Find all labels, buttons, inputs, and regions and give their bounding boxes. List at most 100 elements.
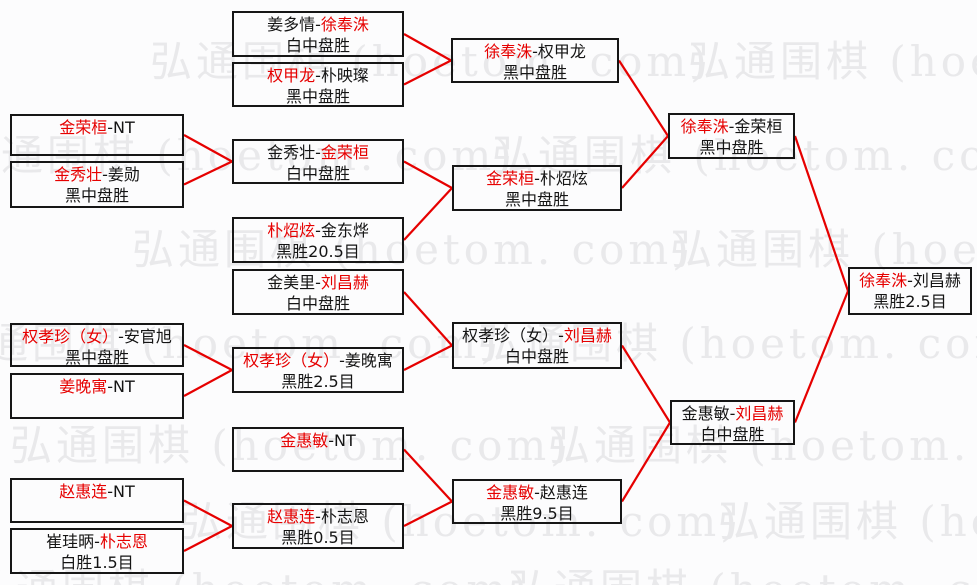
winner-name: 权孝珍（女） (22, 327, 119, 346)
match-players: 徐奉洙-金荣桓 (670, 116, 793, 137)
match-box-E1: 徐奉洙-金荣桓黑中盘胜 (668, 113, 795, 159)
winner-name: 金惠敏 (486, 483, 535, 502)
match-players: 权甲龙-朴映璨 (234, 65, 402, 86)
match-result: 黑中盘胜 (504, 190, 569, 209)
winner-name: 徐奉洙 (320, 15, 369, 34)
connector-line (621, 344, 671, 424)
player-name: 姜多情- (267, 15, 321, 34)
connector-line (403, 344, 453, 371)
winner-name: 徐奉洙 (859, 271, 908, 290)
match-box-F1: 徐奉洙-刘昌赫黑胜2.5目 (848, 267, 972, 315)
player-name: 金秀壮- (267, 143, 321, 162)
player-name: -金东烨 (315, 221, 369, 240)
player-name: -NT (107, 377, 135, 396)
connector-line (621, 135, 669, 189)
watermark-text: 弘通围棋 (hoetom. com) (492, 131, 977, 180)
match-box-C5: 金惠敏-NT (232, 427, 404, 472)
watermark-text: 弘通围棋 (hoetom. com) (0, 556, 531, 585)
player-name: -权甲龙 (532, 42, 586, 61)
player-name: -姜晚寓 (339, 351, 393, 370)
player-name: 崔珪昞- (46, 532, 100, 551)
watermark-text: 弘通围棋 (hoetom. com) (508, 556, 977, 585)
winner-name: 金荣桓 (486, 169, 535, 188)
player-name: 权孝珍（女）- (462, 326, 564, 345)
watermark-text: 弘通围棋 (hoetom. com) (180, 497, 741, 546)
match-players: 姜多情-徐奉洙 (234, 14, 402, 35)
match-players: 金荣桓-NT (12, 117, 182, 138)
match-box-A1: 姜多情-徐奉洙白中盘胜 (232, 11, 404, 57)
winner-name: 刘昌赫 (320, 273, 369, 292)
player-name: -NT (107, 482, 135, 501)
match-result: 白中盘胜 (285, 164, 350, 183)
match-box-E2: 金惠敏-刘昌赫白中盘胜 (670, 400, 795, 445)
match-box-D1: 徐奉洙-权甲龙黑中盘胜 (451, 38, 619, 83)
match-result: 黑胜20.5目 (276, 242, 360, 261)
match-players: 赵惠连-朴志恩 (234, 506, 402, 527)
player-name: -姜勋 (102, 165, 140, 184)
player-name: -朴炤炫 (534, 169, 588, 188)
match-result: 黑中盘胜 (64, 186, 129, 205)
player-name: -NT (107, 118, 135, 137)
winner-name: 权孝珍（女） (243, 351, 340, 370)
match-box-B4: 姜晚寓-NT (10, 373, 184, 419)
connector-line (183, 344, 233, 371)
watermark-text: 弘通围棋 (hoetom. com) (670, 225, 977, 274)
connector-line (183, 160, 233, 186)
match-players: 金秀壮-姜勋 (12, 164, 182, 185)
match-result: 白中盘胜 (285, 36, 350, 55)
player-name: -NT (328, 431, 356, 450)
winner-name: 金秀壮 (54, 165, 103, 184)
match-result: 白中盘胜 (504, 347, 569, 366)
winner-name: 金荣桓 (59, 118, 108, 137)
connector-line (403, 500, 453, 527)
connector-line (183, 134, 233, 163)
match-result: 黑中盘胜 (64, 348, 129, 367)
connector-line (183, 525, 233, 552)
match-box-C4: 权孝珍（女）-姜晚寓黑胜2.5目 (232, 347, 404, 393)
match-box-C6: 赵惠连-朴志恩黑胜0.5目 (232, 503, 404, 549)
match-players: 权孝珍（女）-刘昌赫 (454, 325, 620, 346)
match-box-B3: 权孝珍（女）-安官旭黑中盘胜 (10, 323, 184, 367)
match-players: 权孝珍（女）-安官旭 (12, 326, 182, 347)
winner-name: 朴炤炫 (267, 221, 316, 240)
player-name: -金荣桓 (728, 117, 783, 136)
connector-line (403, 59, 452, 86)
player-name: 金惠敏- (681, 404, 736, 423)
match-players: 赵惠连-NT (12, 481, 182, 502)
watermark-text: 弘通围棋 (hoetom. com) (478, 319, 977, 368)
watermark-text: 弘通围棋 (hoetom. com) (718, 497, 977, 546)
match-players: 徐奉洙-刘昌赫 (850, 270, 970, 291)
watermark-text: 弘通围棋 (hoetom. com) (688, 37, 977, 86)
match-players: 权孝珍（女）-姜晚寓 (234, 350, 402, 371)
match-result: 黑中盘胜 (699, 138, 764, 157)
connector-line (403, 160, 453, 189)
match-box-B2: 金秀壮-姜勋黑中盘胜 (10, 161, 184, 208)
winner-name: 徐奉洙 (680, 117, 729, 136)
match-result: 黑胜0.5目 (281, 528, 355, 547)
match-players: 金荣桓-朴炤炫 (454, 168, 620, 189)
connector-line (621, 421, 671, 503)
winner-name: 姜晚寓 (59, 377, 108, 396)
winner-name: 赵惠连 (59, 482, 108, 501)
match-box-A2: 权甲龙-朴映璨黑中盘胜 (232, 62, 404, 107)
match-result: 白胜1.5目 (60, 553, 134, 572)
match-result: 白中盘胜 (700, 425, 765, 444)
connector-line (403, 33, 452, 62)
connector-line (183, 369, 233, 397)
connector-line (403, 187, 453, 241)
match-box-C1: 金秀壮-金荣桓白中盘胜 (232, 139, 404, 184)
watermark-text: 弘通围棋 (hoetom. com) (10, 421, 571, 470)
match-box-B1: 金荣桓-NT (10, 114, 184, 156)
match-players: 崔珪昞-朴志恩 (12, 531, 182, 552)
match-result: 黑胜2.5目 (873, 292, 947, 311)
match-box-B5: 赵惠连-NT (10, 478, 184, 523)
connector-line (793, 135, 850, 292)
winner-name: 赵惠连 (267, 507, 316, 526)
match-result: 白中盘胜 (285, 294, 350, 313)
winner-name: 刘昌赫 (735, 404, 784, 423)
match-result: 黑胜9.5目 (500, 504, 574, 523)
connector-line (793, 290, 850, 423)
player-name: 金美里- (267, 273, 321, 292)
